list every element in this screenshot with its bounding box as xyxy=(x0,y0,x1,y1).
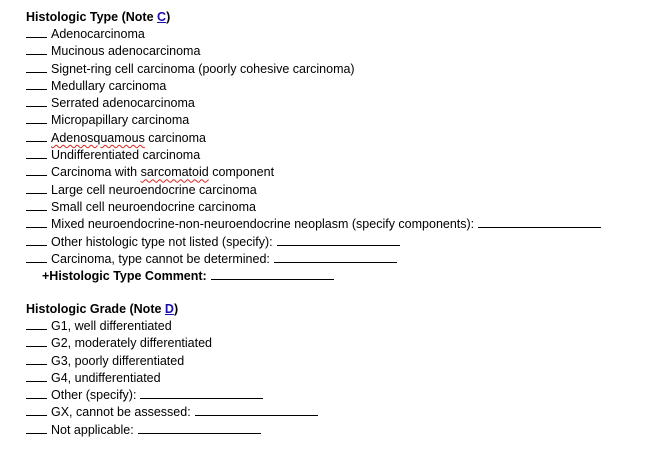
comment-label: +Histologic Type Comment: xyxy=(42,269,207,284)
heading-end: ) xyxy=(166,10,171,24)
checkbox-blank[interactable] xyxy=(26,164,47,177)
option-label: Other (specify): xyxy=(51,388,137,403)
checkbox-blank[interactable] xyxy=(26,404,47,417)
option-label: Small cell neuroendocrine carcinoma xyxy=(51,199,256,214)
specify-field[interactable] xyxy=(140,387,264,400)
histologic-type-section: Histologic Type (Note C) Adenocarcinoma … xyxy=(26,9,602,285)
specify-field[interactable] xyxy=(478,216,602,229)
checkbox-blank[interactable] xyxy=(26,353,47,365)
histologic-type-comment[interactable]: +Histologic Type Comment: xyxy=(26,268,601,285)
checkbox-blank[interactable] xyxy=(26,251,47,263)
option-label: GX, cannot be assessed: xyxy=(51,405,191,420)
option-grade-other[interactable]: Other (specify): xyxy=(26,387,318,404)
note-d-link[interactable]: D xyxy=(164,302,174,316)
checkbox-blank[interactable] xyxy=(26,147,47,160)
option-label: Mucinous adenocarcinoma xyxy=(51,44,201,59)
option-label-spellcheck: sarcomatoid xyxy=(140,165,209,180)
heading-end: ) xyxy=(173,302,179,316)
option-label: G3, poorly differentiated xyxy=(51,353,185,368)
checkbox-blank[interactable] xyxy=(26,182,47,194)
specify-field[interactable] xyxy=(276,234,400,246)
option-label: Carcinoma with xyxy=(51,165,141,180)
option-mucinous[interactable]: Mucinous adenocarcinoma xyxy=(26,43,601,60)
specify-field[interactable] xyxy=(273,251,397,263)
note-c-link[interactable]: C xyxy=(157,10,167,24)
option-serrated[interactable]: Serrated adenocarcinoma xyxy=(26,95,601,112)
option-undifferentiated-carcinoma[interactable]: Undifferentiated carcinoma xyxy=(26,147,601,164)
checkbox-blank[interactable] xyxy=(26,234,47,246)
option-cannot-determine[interactable]: Carcinoma, type cannot be determined: xyxy=(26,251,601,268)
option-not-applicable[interactable]: Not applicable: xyxy=(26,422,318,439)
heading-text: Histologic Type (Note xyxy=(26,10,158,24)
checkbox-blank[interactable] xyxy=(26,130,47,142)
option-label: G4, undifferentiated xyxy=(51,370,161,385)
histologic-grade-heading: Histologic Grade (Note D) xyxy=(26,301,318,318)
option-adenosquamous[interactable]: Adenosquamous carcinoma xyxy=(26,130,601,147)
heading-text: Histologic Grade (Note xyxy=(26,302,165,316)
option-label: Signet-ring cell carcinoma (poorly cohes… xyxy=(51,61,355,76)
option-g1[interactable]: G1, well differentiated xyxy=(26,318,318,335)
specify-field[interactable] xyxy=(194,404,318,417)
option-signet-ring[interactable]: Signet-ring cell carcinoma (poorly cohes… xyxy=(26,61,601,78)
option-adenocarcinoma[interactable]: Adenocarcinoma xyxy=(26,26,601,43)
comment-field[interactable] xyxy=(210,268,334,281)
option-label: Micropapillary carcinoma xyxy=(51,113,190,128)
checkbox-blank[interactable] xyxy=(26,422,47,434)
option-label: Other histologic type not listed (specif… xyxy=(51,234,273,249)
option-label: carcinoma xyxy=(144,130,206,145)
option-g3[interactable]: G3, poorly differentiated xyxy=(26,353,318,370)
checkbox-blank[interactable] xyxy=(26,78,47,90)
option-mixed-neoplasm[interactable]: Mixed neuroendocrine-non-neuroendocrine … xyxy=(26,216,602,233)
option-small-cell-neuroendocrine[interactable]: Small cell neuroendocrine carcinoma xyxy=(26,199,601,216)
option-label-spellcheck: Adenosquamous xyxy=(51,130,145,145)
checkbox-blank[interactable] xyxy=(26,43,47,56)
option-label: Undifferentiated carcinoma xyxy=(51,148,201,163)
checkbox-blank[interactable] xyxy=(26,216,47,229)
option-label: G2, moderately differentiated xyxy=(51,336,212,351)
checkbox-blank[interactable] xyxy=(26,26,47,38)
checkbox-blank[interactable] xyxy=(26,370,47,382)
option-gx[interactable]: GX, cannot be assessed: xyxy=(26,404,318,421)
checkbox-blank[interactable] xyxy=(26,61,47,73)
option-label: G1, well differentiated xyxy=(51,319,172,333)
option-label: component xyxy=(208,165,275,180)
option-micropapillary[interactable]: Micropapillary carcinoma xyxy=(26,112,601,129)
option-sarcomatoid[interactable]: Carcinoma with sarcomatoid component xyxy=(26,164,601,181)
option-label: Medullary carcinoma xyxy=(51,78,167,93)
specify-field[interactable] xyxy=(137,422,261,434)
option-label: Mixed neuroendocrine-non-neuroendocrine … xyxy=(51,217,475,232)
option-g2[interactable]: G2, moderately differentiated xyxy=(26,335,318,352)
option-large-cell-neuroendocrine[interactable]: Large cell neuroendocrine carcinoma xyxy=(26,182,601,199)
checkbox-blank[interactable] xyxy=(26,199,47,211)
checkbox-blank[interactable] xyxy=(26,335,47,348)
option-label: Adenocarcinoma xyxy=(51,27,145,41)
checkbox-blank[interactable] xyxy=(26,318,47,330)
option-label: Carcinoma, type cannot be determined: xyxy=(51,251,270,266)
histologic-type-heading: Histologic Type (Note C) xyxy=(26,9,601,26)
option-other-type[interactable]: Other histologic type not listed (specif… xyxy=(26,234,601,251)
checkbox-blank[interactable] xyxy=(26,112,47,125)
checkbox-blank[interactable] xyxy=(26,95,47,108)
option-label: Not applicable: xyxy=(51,422,134,437)
option-g4[interactable]: G4, undifferentiated xyxy=(26,370,318,387)
histologic-grade-section: Histologic Grade (Note D) G1, well diffe… xyxy=(26,301,318,439)
option-label: Large cell neuroendocrine carcinoma xyxy=(51,182,257,197)
option-label: Serrated adenocarcinoma xyxy=(51,96,195,111)
option-medullary[interactable]: Medullary carcinoma xyxy=(26,78,601,95)
checkbox-blank[interactable] xyxy=(26,387,47,400)
